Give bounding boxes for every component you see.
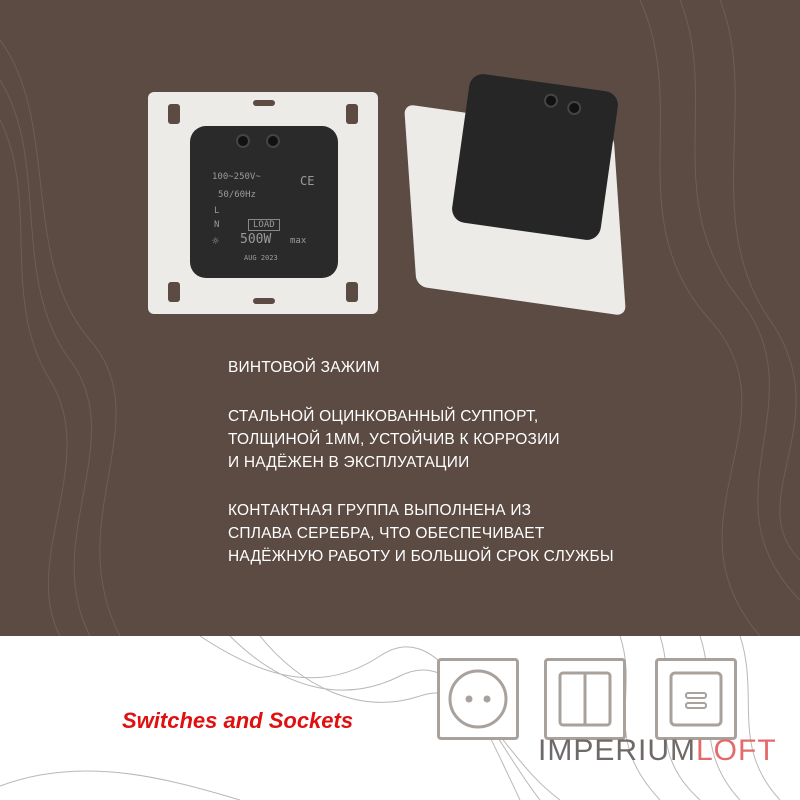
product-panel: 100~250V~ CE 50/60Hz L N LOAD ☼ 500W max… xyxy=(0,0,800,636)
feature-3: КОНТАКТНАЯ ГРУППА ВЫПОЛНЕНА ИЗ СПЛАВА СЕ… xyxy=(228,502,614,565)
screw-terminal xyxy=(236,134,250,148)
tagline: Switches and Sockets xyxy=(122,708,354,733)
dimmer-module-front: 100~250V~ CE 50/60Hz L N LOAD ☼ 500W max… xyxy=(190,126,338,278)
double-switch-icon xyxy=(544,658,626,740)
usb-icon xyxy=(655,658,737,740)
dimmer-module-angled xyxy=(450,72,620,242)
feature-2: СТАЛЬНОЙ ОЦИНКОВАННЫЙ СУППОРТ, ТОЛЩИНОЙ … xyxy=(228,408,560,471)
contour-pattern xyxy=(0,0,800,636)
brand-logo: IMPERIUMLOFT xyxy=(538,734,777,767)
load-label: LOAD xyxy=(248,219,280,231)
feature-1: ВИНТОВОЙ ЗАЖИМ xyxy=(228,359,380,376)
screw-terminal xyxy=(566,100,583,116)
screw-terminal xyxy=(543,92,559,109)
power-label: 500W xyxy=(240,232,272,247)
frequency-label: 50/60Hz xyxy=(218,190,256,200)
ce-mark: CE xyxy=(300,174,315,188)
screw-terminal xyxy=(266,134,280,148)
date-label: AUG 2023 xyxy=(244,254,278,262)
bulb-icon: ☼ xyxy=(212,234,220,248)
socket-icon xyxy=(437,658,519,740)
voltage-label: 100~250V~ xyxy=(212,172,261,182)
